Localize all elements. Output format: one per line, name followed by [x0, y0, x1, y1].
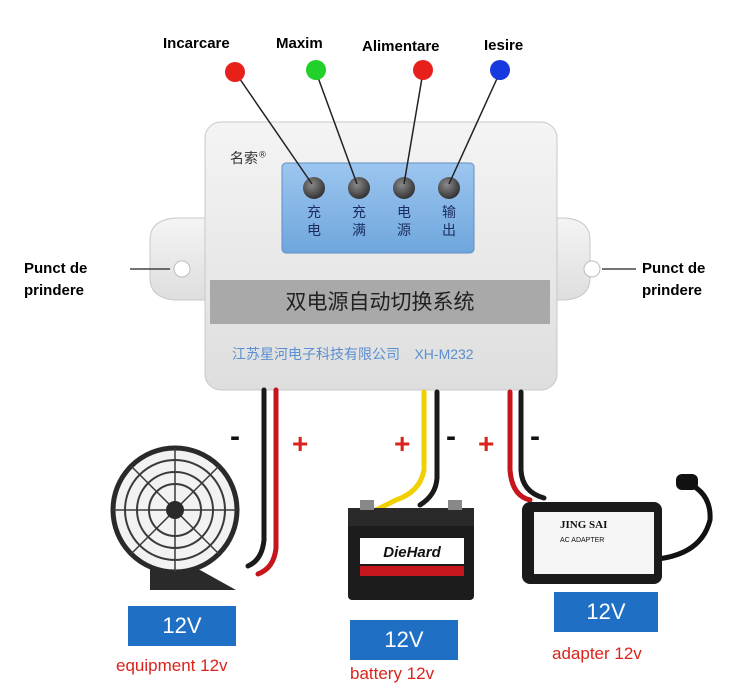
button-labels: 充电 充满 电源 输出	[282, 204, 474, 250]
title-band	[210, 280, 550, 324]
indicator-panel	[281, 162, 475, 254]
pointer-lines	[234, 71, 501, 185]
mount-hole-right	[583, 260, 601, 278]
dot-alimentare	[413, 60, 433, 80]
device-model: XH-M232	[414, 346, 474, 362]
label-iesire: Iesire	[484, 37, 524, 54]
fan-image	[110, 445, 240, 590]
polarity-minus-adapter: -	[530, 420, 540, 453]
brand-name: 名索	[230, 151, 258, 167]
button-label-power: 电源	[397, 205, 411, 239]
device-title: 双电源自动切换系统	[285, 290, 475, 314]
label-incarcare: Incarcare	[163, 35, 230, 52]
polarity-plus-battery: +	[394, 428, 411, 459]
battery-brand: DieHard	[383, 544, 441, 561]
dot-maxim	[306, 60, 326, 80]
brand-mark: ®	[258, 150, 267, 161]
battery-image	[348, 500, 474, 600]
caption-equipment: equipment 12v	[116, 656, 228, 675]
dot-iesire	[490, 60, 510, 80]
button-label-charging: 充电	[307, 205, 321, 239]
dot-incarcare	[225, 62, 245, 82]
label-alimentare: Alimentare	[362, 38, 440, 55]
device-brand: 名索®	[230, 148, 267, 168]
button-label-full: 充满	[352, 205, 366, 239]
led-output	[438, 177, 460, 199]
mount-hole-left	[173, 260, 191, 278]
caption-adapter: adapter 12v	[552, 644, 642, 663]
voltage-badge-adapter: 12V	[554, 592, 658, 632]
voltage-badge-equipment: 12V	[128, 606, 236, 646]
label-maxim: Maxim	[276, 35, 323, 52]
wires	[245, 387, 547, 577]
polarity-plus-load: +	[292, 428, 309, 459]
led-full	[348, 177, 370, 199]
caption-battery: battery 12v	[350, 664, 435, 683]
mount-label-right: Punct de prindere	[642, 260, 706, 299]
led-charging	[303, 177, 325, 199]
device-maker-line: 江苏星河电子科技有限公司 XH-M232	[232, 344, 532, 364]
button-label-output: 输出	[442, 205, 456, 239]
mount-label-left: Punct de prindere	[24, 260, 88, 299]
switch-module	[149, 121, 601, 391]
adapter-image	[522, 474, 713, 584]
adapter-brand: JING SAI	[560, 519, 607, 531]
indicator-dots	[225, 60, 510, 82]
adapter-type: AC ADAPTER	[560, 537, 604, 544]
voltage-badge-battery: 12V	[350, 620, 458, 660]
polarity-minus-load: -	[230, 420, 240, 453]
polarity-minus-battery: -	[446, 420, 456, 453]
device-maker: 江苏星河电子科技有限公司	[232, 347, 400, 363]
led-power	[393, 177, 415, 199]
polarity-plus-adapter: +	[478, 428, 495, 459]
